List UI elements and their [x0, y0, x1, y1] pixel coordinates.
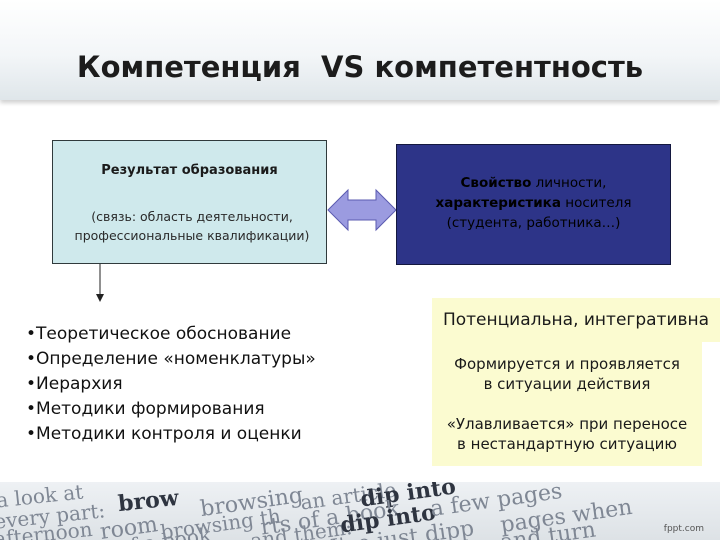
footer-dictionary-image: a look at every part: brow afternoon bro…	[0, 482, 720, 540]
list-item: •Методики формирования	[26, 399, 265, 419]
competence-list: •Теоретическое обоснование •Определение …	[26, 322, 316, 447]
header-band	[0, 0, 720, 100]
property-situational: Формируется и проявляется в ситуации дей…	[432, 342, 702, 408]
property-line-2: характеристика носителя	[397, 193, 670, 213]
list-item: •Иерархия	[26, 374, 123, 394]
property-potential: Потенциальна, интегративна	[432, 298, 720, 342]
slide-title: Компетенция VS компетентность	[76, 50, 644, 84]
property-word-rest: личности,	[531, 175, 607, 191]
education-result-note: (связь: область деятельности, профессион…	[37, 207, 347, 245]
property-line-1: Свойство личности,	[397, 173, 670, 193]
list-item: •Определение «номенклатуры»	[26, 349, 316, 369]
education-result-box: Результат образования (связь: область де…	[52, 140, 327, 264]
property-line-3: (студента, работника…)	[446, 215, 621, 231]
list-item: •Теоретическое обоснование	[26, 324, 292, 344]
property-transfer: «Улавливается» при переносе в нестандарт…	[432, 408, 702, 466]
double-arrow-icon	[327, 188, 397, 232]
personal-property-box: Свойство личности, характеристика носите…	[396, 144, 671, 265]
characteristic-word-rest: носителя	[560, 195, 632, 211]
characteristic-word-bold: характеристика	[435, 195, 561, 211]
note-line-1: (связь: область деятельности,	[91, 209, 293, 224]
education-result-title: Результат образования	[101, 163, 278, 178]
list-item: •Методики контроля и оценки	[26, 424, 302, 444]
watermark: fppt.com	[663, 524, 704, 534]
note-line-2: профессиональные квалификации)	[74, 228, 310, 243]
down-arrow-connector	[96, 264, 104, 302]
property-word-bold: Свойство	[460, 175, 532, 191]
